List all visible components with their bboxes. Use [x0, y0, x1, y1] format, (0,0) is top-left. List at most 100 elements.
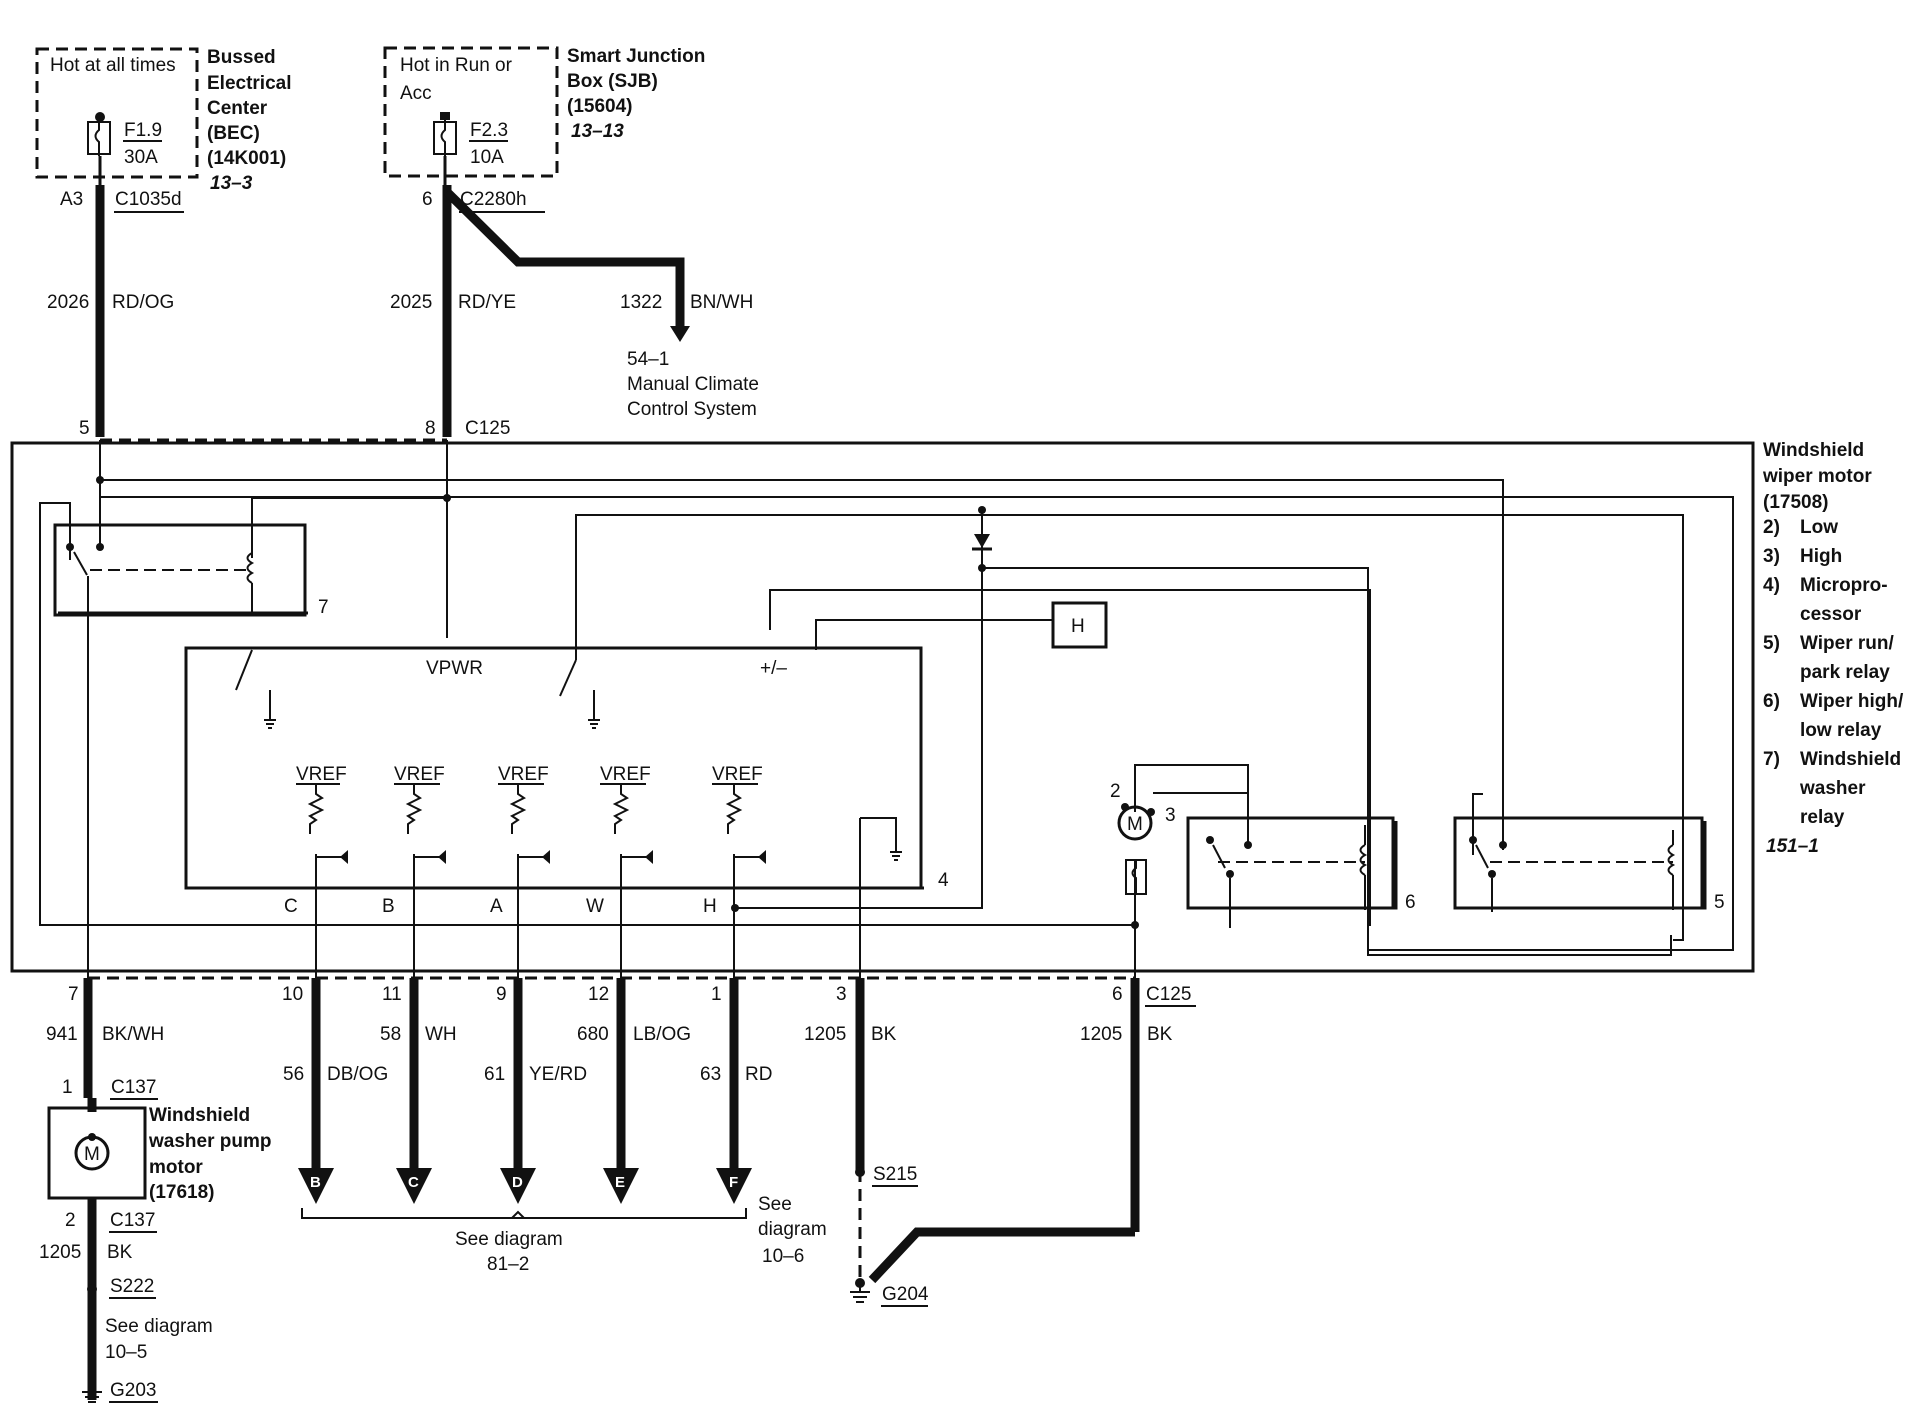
- sjb-fuse-box: Hot in Run or Acc F2.3 10A: [383, 46, 559, 185]
- internal-wiring: [39, 440, 1734, 978]
- ground-g203: G203: [110, 1380, 156, 1401]
- svg-text:VREF: VREF: [600, 764, 651, 785]
- c125-pin-3: 3: [836, 984, 847, 1005]
- relay-num-7: 7: [318, 597, 329, 618]
- svg-text:(BEC): (BEC): [207, 123, 260, 144]
- motor-pin-3: 3: [1165, 805, 1176, 826]
- svg-text:Wiper run/: Wiper run/: [1800, 633, 1894, 654]
- c125-top-pin-5: 5: [79, 418, 90, 439]
- svg-text:C: C: [408, 1174, 419, 1191]
- wire-2026-num: 2026: [47, 292, 89, 313]
- sjb-label: Smart Junction Box (SJB) (15604) 13–13: [567, 46, 705, 142]
- wire-680-num: 680: [577, 1024, 609, 1045]
- svg-text:Windshield: Windshield: [1800, 749, 1901, 770]
- svg-text:wiper motor: wiper motor: [1762, 466, 1872, 487]
- see-81-line-2: 81–2: [487, 1254, 529, 1275]
- wire-680-color: LB/OG: [633, 1024, 691, 1045]
- bottom-harness: [83, 615, 1140, 1285]
- relay-num-6: 6: [1405, 892, 1416, 913]
- arrow-d: D: [500, 1168, 536, 1204]
- splice-s222: S222: [110, 1276, 154, 1297]
- wiper-motor-assembly: [10, 441, 1755, 973]
- feed-wires: [95, 185, 690, 437]
- splice-s215: S215: [873, 1164, 917, 1185]
- svg-text:VREF: VREF: [394, 764, 445, 785]
- pump-wire-color: BK: [107, 1242, 133, 1263]
- svg-text:E: E: [615, 1174, 625, 1191]
- wire-1322-color: BN/WH: [690, 292, 753, 313]
- ground-g204-icon: [850, 1278, 870, 1303]
- run-park-relay: [1453, 816, 1707, 912]
- vref-a: VREF: [498, 764, 550, 894]
- input-b: B: [382, 896, 395, 917]
- wire-1205a-color: BK: [871, 1024, 897, 1045]
- svg-text:Hot in Run or: Hot in Run or: [400, 55, 513, 76]
- input-w: W: [586, 896, 604, 917]
- svg-text:Control System: Control System: [627, 399, 757, 420]
- c125-pin-6: 6: [1112, 984, 1123, 1005]
- svg-text:Manual Climate: Manual Climate: [627, 374, 759, 395]
- diode-icon: [972, 534, 992, 551]
- sjb-fuse-id: F2.3: [470, 120, 508, 141]
- svg-text:(17618): (17618): [149, 1182, 215, 1203]
- svg-text:13–13: 13–13: [571, 121, 624, 142]
- svg-text:VREF: VREF: [296, 764, 347, 785]
- vref-w: VREF: [600, 764, 653, 894]
- wire-61-color: YE/RD: [529, 1064, 587, 1085]
- ground-g203-icon: [82, 1391, 102, 1403]
- component-legend: 2) Low 3) High 4) Micropro- cessor 5) Wi…: [1763, 517, 1904, 857]
- relay-num-5: 5: [1714, 892, 1725, 913]
- c125-pin-7: 7: [68, 984, 79, 1005]
- wire-1205b-num: 1205: [1080, 1024, 1122, 1045]
- wire-56-num: 56: [283, 1064, 304, 1085]
- input-c: C: [284, 896, 298, 917]
- svg-text:6): 6): [1763, 691, 1780, 712]
- svg-text:Acc: Acc: [400, 83, 432, 104]
- arrow-e: E: [603, 1168, 639, 1204]
- svg-text:Bussed: Bussed: [207, 47, 276, 68]
- ground-g204: G204: [882, 1284, 929, 1305]
- svg-text:VREF: VREF: [712, 764, 763, 785]
- wire-1322-num: 1322: [620, 292, 662, 313]
- diagram-81-bracket: [301, 1208, 747, 1219]
- wire-58-num: 58: [380, 1024, 401, 1045]
- svg-text:washer: washer: [1799, 778, 1866, 799]
- pump-wire-num: 1205: [39, 1242, 81, 1263]
- pump-pin-2: 2: [65, 1210, 76, 1231]
- bec-pin: A3: [60, 189, 83, 210]
- svg-text:M: M: [84, 1144, 100, 1165]
- svg-text:7): 7): [1763, 749, 1780, 770]
- wire-1205b-color: BK: [1147, 1024, 1173, 1045]
- svg-text:13–3: 13–3: [210, 173, 253, 194]
- wiper-motor-icon: M: [1117, 803, 1155, 895]
- wire-63-color: RD: [745, 1064, 772, 1085]
- h-input-box: [1051, 601, 1108, 649]
- c125-pin-11: 11: [382, 984, 402, 1005]
- wire-63-num: 63: [700, 1064, 721, 1085]
- svg-text:Windshield: Windshield: [1763, 440, 1864, 461]
- svg-text:M: M: [1127, 814, 1143, 835]
- svg-text:5): 5): [1763, 633, 1780, 654]
- bec-label: Bussed Electrical Center (BEC) (14K001) …: [207, 47, 292, 194]
- sjb-connector: C2280h: [460, 189, 527, 210]
- input-h: H: [703, 896, 717, 917]
- svg-text:Micropro-: Micropro-: [1800, 575, 1888, 596]
- svg-text:151–1: 151–1: [1766, 836, 1819, 857]
- c125-top-name: C125: [465, 418, 510, 439]
- svg-text:F: F: [729, 1174, 738, 1191]
- svg-text:(17508): (17508): [1763, 492, 1829, 513]
- see-106-line-1: See: [758, 1194, 792, 1215]
- pump-pin-1: 1: [62, 1077, 73, 1098]
- internal-junctions: [96, 476, 1139, 929]
- c125-pin-1: 1: [711, 984, 722, 1005]
- bec-fuse-id: F1.9: [124, 120, 162, 141]
- sjb-fuse-amp: 10A: [470, 147, 504, 168]
- input-a: A: [490, 896, 503, 917]
- svg-text:Smart Junction: Smart Junction: [567, 46, 705, 67]
- wire-2025-color: RD/YE: [458, 292, 516, 313]
- bec-fuse-amp: 30A: [124, 147, 158, 168]
- see-105-line-2: 10–5: [105, 1342, 147, 1363]
- svg-text:park relay: park relay: [1800, 662, 1890, 683]
- high-low-relay: [1186, 816, 1398, 928]
- arrow-f: F: [716, 1168, 752, 1204]
